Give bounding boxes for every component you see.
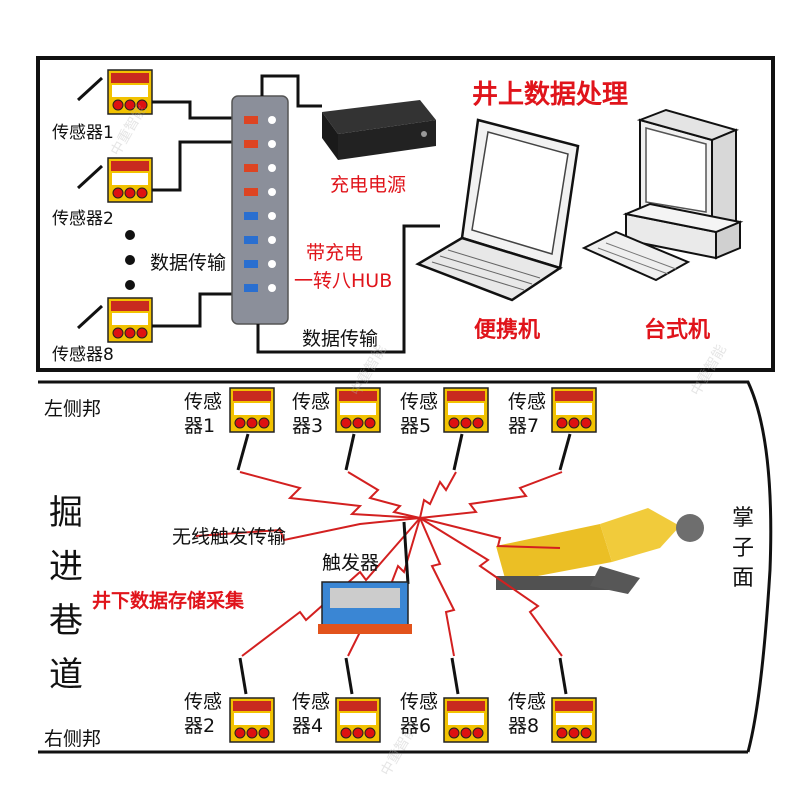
working-face-label: 掌 子 面 xyxy=(730,504,756,594)
hub-label-line2: 一转八HUB xyxy=(294,270,393,292)
cable-sensor8 xyxy=(152,292,248,328)
surface-title: 井上数据处理 xyxy=(472,80,629,110)
charger-power-supply xyxy=(322,100,436,160)
tunnel-sensor-7-label: 传感器7 xyxy=(508,391,547,437)
tunnel-sensor-1 xyxy=(229,387,275,433)
tunnel-char: 掘 xyxy=(49,493,83,533)
tunnel-label: 掘 进 巷 道 xyxy=(46,486,86,702)
tunnel-sensor-2-label: 传感器2 xyxy=(184,691,223,737)
ellipsis-dot xyxy=(125,280,135,290)
roadheader-machine xyxy=(496,508,704,594)
surface-sensor-2-label: 传感器2 xyxy=(52,209,114,229)
tunnel-sensor-1-label: 传感器1 xyxy=(184,391,223,437)
cable-sensor1 xyxy=(152,100,248,120)
storage-label: 井下数据存储采集 xyxy=(92,590,245,612)
ellipsis-dot xyxy=(125,230,135,240)
tunnel-char: 道 xyxy=(49,655,83,695)
tunnel-sensor-3-label: 传感器3 xyxy=(292,391,331,437)
surface-sensor-8-label: 传感器8 xyxy=(52,345,114,365)
face-char: 子 xyxy=(731,536,754,561)
desktop-label: 台式机 xyxy=(644,318,711,343)
tunnel-sensor-8 xyxy=(551,697,597,743)
tunnel-sensor-8-label: 传感器8 xyxy=(508,691,547,737)
data-transfer-label: 数据传输 xyxy=(150,252,227,274)
top-antennas xyxy=(236,433,572,471)
hub-label-line1: 带充电 xyxy=(306,242,364,264)
right-side-label: 右侧邦 xyxy=(44,728,102,750)
surface-sensor-1 xyxy=(76,69,153,115)
charger-label: 充电电源 xyxy=(330,174,407,196)
tunnel-char: 进 xyxy=(49,547,83,587)
bottom-antennas xyxy=(238,657,568,695)
desktop-computer xyxy=(581,108,744,282)
ellipsis-dot xyxy=(125,255,135,265)
left-side-label: 左侧邦 xyxy=(44,398,102,420)
tunnel-sensor-6-label: 传感器6 xyxy=(400,691,439,737)
surface-sensor-2 xyxy=(76,157,153,203)
cable-laptop xyxy=(256,224,440,354)
face-char: 面 xyxy=(731,566,754,591)
cable-charger xyxy=(260,74,322,108)
tunnel-sensor-4-label: 传感器4 xyxy=(292,691,331,737)
tunnel-sensor-5 xyxy=(443,387,489,433)
tunnel-sensor-2 xyxy=(229,697,275,743)
data-transfer-bottom-label: 数据传输 xyxy=(302,328,379,350)
tunnel-char: 巷 xyxy=(49,601,83,641)
surface-sensor-8 xyxy=(76,297,153,343)
trigger-device xyxy=(318,521,412,634)
trigger-label: 触发器 xyxy=(322,552,380,574)
tunnel-sensor-6 xyxy=(443,697,489,743)
tunnel-top-wall xyxy=(38,380,773,753)
usb-hub xyxy=(231,95,289,325)
face-char: 掌 xyxy=(731,506,754,531)
surface-sensor-1-label: 传感器1 xyxy=(52,123,114,143)
cable-sensor2 xyxy=(152,140,248,192)
tunnel-sensor-7 xyxy=(551,387,597,433)
laptop-label: 便携机 xyxy=(474,318,541,343)
wireless-label: 无线触发传输 xyxy=(172,526,287,548)
surface-frame xyxy=(36,56,775,372)
tunnel-sensor-5-label: 传感器5 xyxy=(400,391,439,437)
laptop-computer xyxy=(415,118,580,302)
tunnel-sensor-4 xyxy=(335,697,381,743)
